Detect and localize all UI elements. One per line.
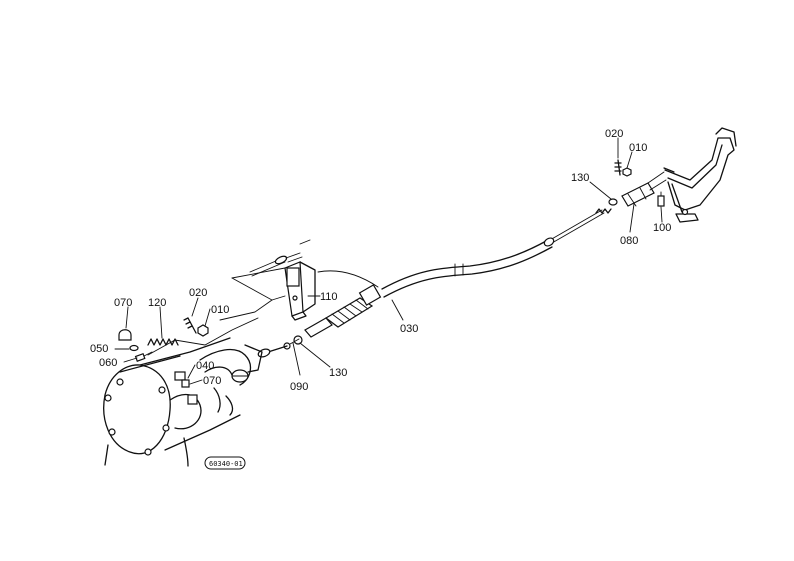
label-010-top: 010 xyxy=(629,142,647,154)
label-030: 030 xyxy=(400,323,418,335)
label-070-top: 070 xyxy=(114,297,132,309)
cable-bracket xyxy=(284,261,316,321)
transmission-housing xyxy=(103,337,263,467)
cable-adjuster xyxy=(283,284,382,350)
label-020-left: 020 xyxy=(189,287,207,299)
main-cable xyxy=(381,209,605,298)
cable-sheath-gap xyxy=(454,263,464,277)
label-130-lower: 130 xyxy=(329,367,347,379)
label-010-left: 010 xyxy=(211,304,229,316)
label-080: 080 xyxy=(620,235,638,247)
label-130-top: 130 xyxy=(571,172,589,184)
label-100: 100 xyxy=(653,222,671,234)
cable-end-right xyxy=(595,159,667,214)
label-090: 090 xyxy=(290,381,308,393)
label-060: 060 xyxy=(99,357,117,369)
label-020-top: 020 xyxy=(605,128,623,140)
label-120: 120 xyxy=(148,297,166,309)
clevis-rod xyxy=(257,338,300,358)
leader-lines xyxy=(114,137,663,385)
small-parts-left xyxy=(118,317,209,388)
pedal-assembly xyxy=(663,127,737,223)
label-050: 050 xyxy=(90,343,108,355)
diagram-code-stamp: 60340-01 xyxy=(204,456,246,470)
label-070-lower: 070 xyxy=(203,375,221,387)
label-110: 110 xyxy=(320,291,338,303)
diagram-code: 60340-01 xyxy=(209,460,243,468)
secondary-cable xyxy=(249,239,311,277)
leader-arc xyxy=(317,270,379,288)
part-labels: 020 010 130 080 100 110 030 070 120 020 … xyxy=(90,128,671,393)
label-040: 040 xyxy=(196,360,214,372)
